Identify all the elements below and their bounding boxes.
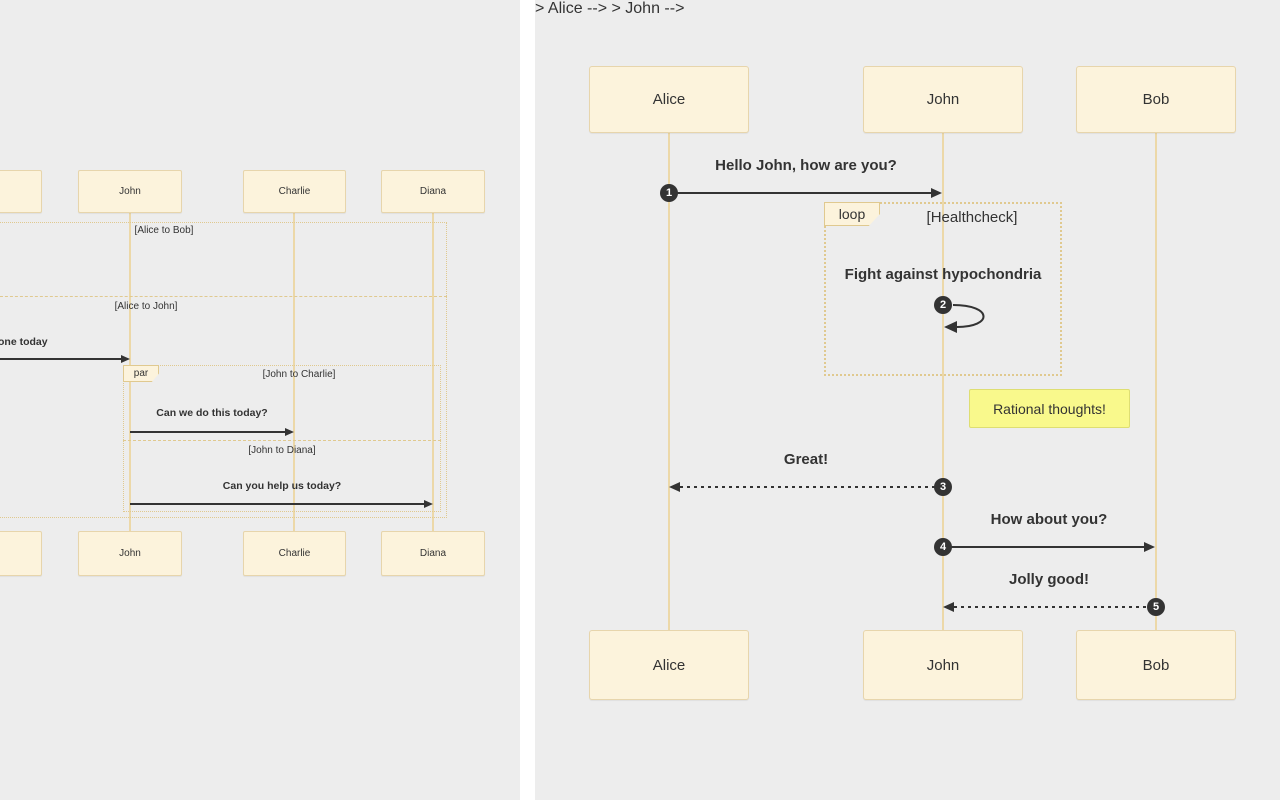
arrowhead-right-icon [1144,542,1155,552]
inner-par-section2-label: [John to Diana] [248,445,316,456]
inner-par-section1-label: [John to Charlie] [262,369,336,380]
sequence-number-badge-3: 3 [934,478,952,496]
message-label-2: Fight against hypochondria [844,266,1042,283]
arrowhead-right-icon [931,188,942,198]
lifeline-alice [668,133,670,630]
loop-tab: loop [824,202,880,226]
inner-par-block [123,365,441,512]
left-sequence-diagram-panel: [Alice to Bob] [Alice to John] one today… [0,0,520,800]
actor-box-diana-top: Diana [381,170,485,213]
message-arrow-1 [669,188,942,198]
sequence-number-badge-2: 2 [934,296,952,314]
right-sequence-diagram-panel: Hello John, how are you? 1 loop [Healthc… [535,0,1280,800]
message-label-cut: one today [0,336,48,348]
lifeline-charlie [293,213,295,531]
loop-block [824,202,1062,376]
actor-box-bob-top: Bob [1076,66,1236,133]
note-box: Rational thoughts! [969,389,1130,428]
outer-par-block [0,222,447,518]
message-label-4: How about you? [990,511,1108,528]
message-label-1: Hello John, how are you? [715,157,897,174]
outer-par-section1-label: [Alice to Bob] [134,225,194,236]
message-arrow-john-diana [130,499,433,508]
message-label-john-diana: Can you help us today? [222,480,342,492]
actor-box-alice-bottom: Alice [589,630,749,700]
actor-box-alice-top: Alice [589,66,749,133]
self-loop-arrow [944,304,985,333]
actor-box-john-bottom: John [863,630,1023,700]
message-arrow-3 [669,482,942,492]
actor-box-charlie-bottom: Charlie [243,531,346,576]
sequence-number-badge-1: 1 [660,184,678,202]
arrowhead-left-icon [943,602,954,612]
actor-box-partial-top [0,170,42,213]
arrowhead-right-icon [285,427,294,436]
inner-par-tab: par [123,365,159,382]
lifeline-bob [1155,133,1157,630]
loop-condition-label: [Healthcheck] [926,209,1018,226]
outer-par-section2-label: [Alice to John] [114,301,178,312]
inner-par-divider [123,440,441,441]
message-arrow-alice-john [0,354,130,363]
actor-box-partial-bottom [0,531,42,576]
actor-box-john-bottom: John [78,531,182,576]
actor-box-john-top: John [863,66,1023,133]
message-arrow-5 [943,602,1155,612]
actor-box-bob-bottom: Bob [1076,630,1236,700]
arrowhead-left-icon [669,482,680,492]
lifeline-diana [432,213,434,531]
sequence-number-badge-4: 4 [934,538,952,556]
sequence-number-badge-5: 5 [1147,598,1165,616]
message-label-3: Great! [783,451,829,468]
arrowhead-right-icon [424,499,433,508]
message-arrow-4 [943,542,1155,552]
message-label-john-charlie: Can we do this today? [156,407,268,419]
lifeline-john [942,133,944,630]
message-label-5: Jolly good! [1009,571,1089,588]
outer-par-divider [0,296,447,297]
actor-box-charlie-top: Charlie [243,170,346,213]
actor-box-diana-bottom: Diana [381,531,485,576]
actor-box-john-top: John [78,170,182,213]
message-arrow-john-charlie [130,427,294,436]
arrowhead-right-icon [121,354,130,363]
